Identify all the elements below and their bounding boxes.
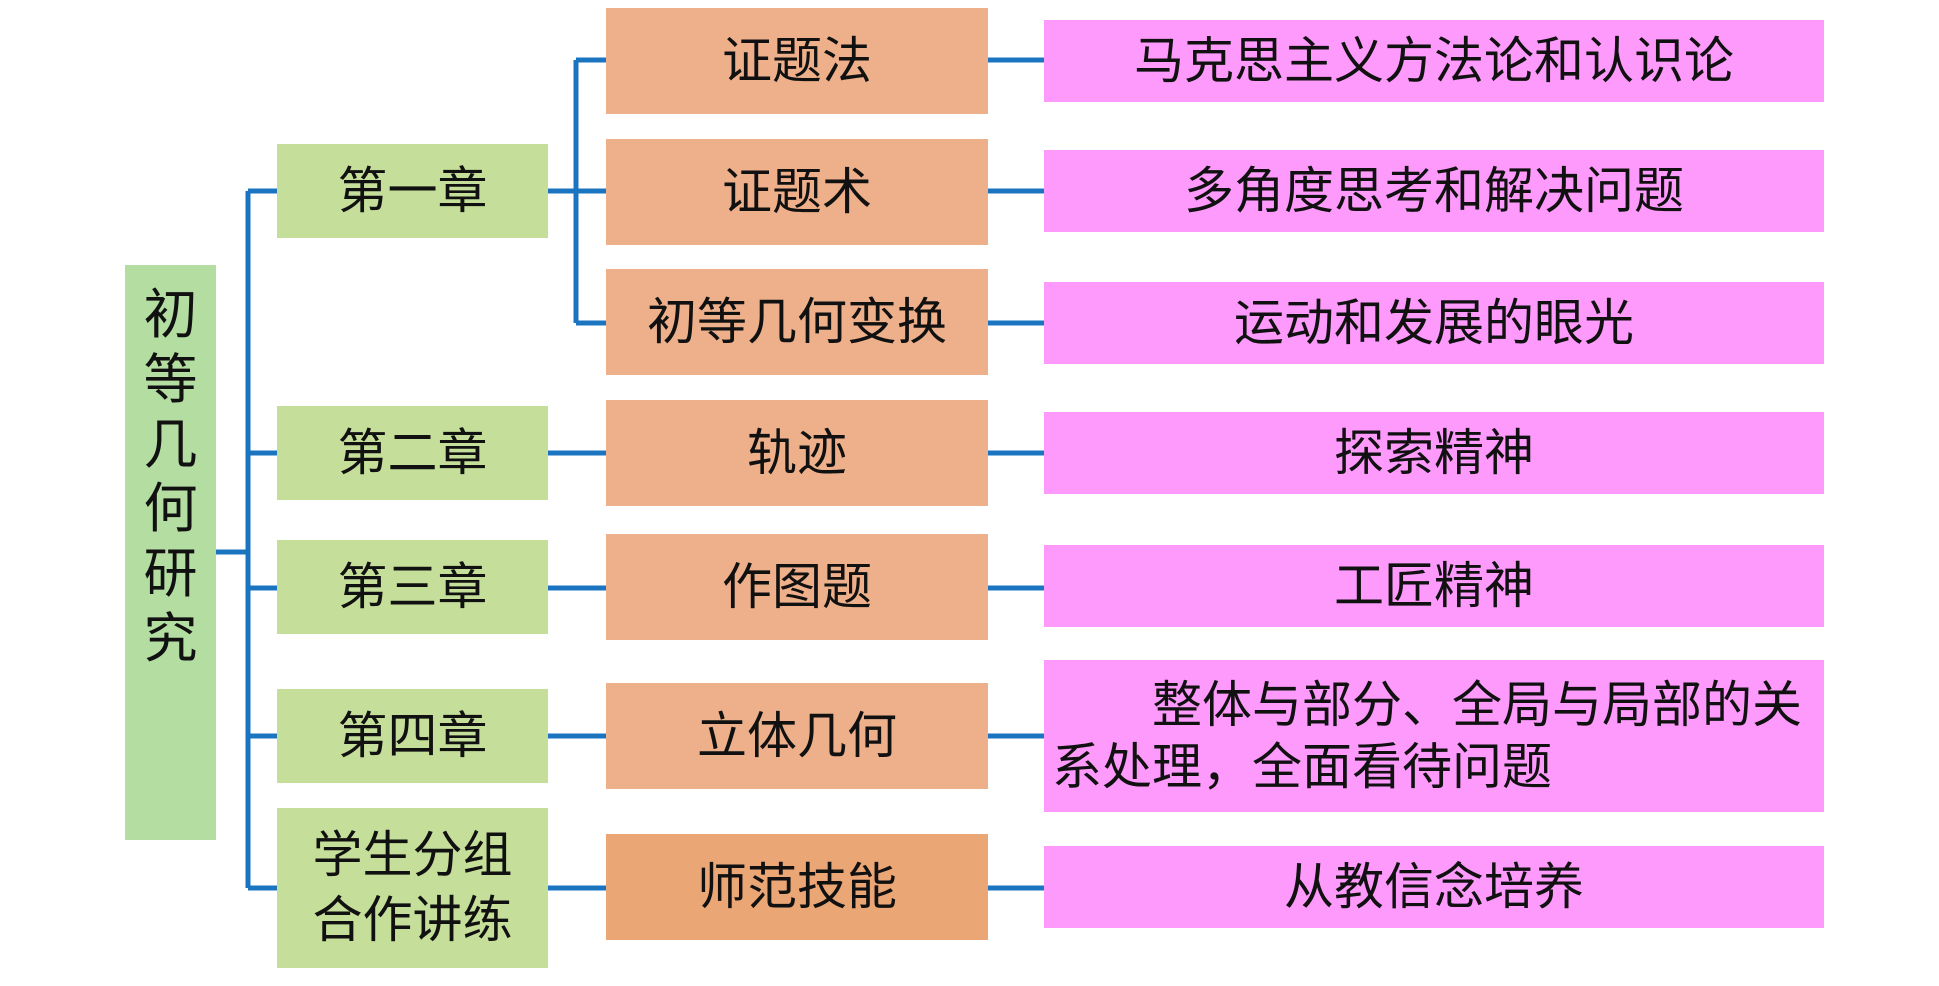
chapter-node-3: 第三章 [277, 540, 548, 634]
value-node-1: 马克思主义方法论和认识论 [1044, 20, 1824, 102]
value-node-3: 运动和发展的眼光 [1044, 282, 1824, 364]
method-label: 作图题 [722, 558, 872, 616]
value-label: 运动和发展的眼光 [1234, 294, 1634, 352]
value-label: 马克思主义方法论和认识论 [1134, 32, 1734, 90]
value-label: 探索精神 [1334, 424, 1534, 482]
root-node: 初等几何研究 [125, 265, 216, 840]
chapter-label: 第二章 [337, 424, 488, 482]
method-label: 轨迹 [747, 424, 847, 482]
value-label: 工匠精神 [1334, 557, 1534, 615]
value-node-6: 整体与部分、全局与局部的关系处理，全面看待问题 [1044, 660, 1824, 812]
method-label: 师范技能 [697, 858, 897, 916]
method-node-5: 作图题 [606, 534, 988, 640]
method-label: 立体几何 [697, 707, 897, 765]
value-node-2: 多角度思考和解决问题 [1044, 150, 1824, 232]
chapter-label: 学生分组合作讲练 [312, 826, 513, 949]
chapter-label: 第一章 [337, 162, 488, 220]
chapter-node-1: 第一章 [277, 144, 548, 238]
value-node-5: 工匠精神 [1044, 545, 1824, 627]
method-label: 证题术 [722, 163, 872, 221]
method-node-6: 立体几何 [606, 683, 988, 789]
method-node-4: 轨迹 [606, 400, 988, 506]
chapter-node-5: 学生分组合作讲练 [277, 808, 548, 968]
method-node-1: 证题法 [606, 8, 988, 114]
value-node-4: 探索精神 [1044, 412, 1824, 494]
value-label: 整体与部分、全局与局部的关系处理，全面看待问题 [1052, 675, 1802, 797]
chapter-node-4: 第四章 [277, 689, 548, 783]
method-node-3: 初等几何变换 [606, 269, 988, 375]
root-label: 初等几何研究 [143, 283, 198, 670]
chapter-node-2: 第二章 [277, 406, 548, 500]
method-node-7: 师范技能 [606, 834, 988, 940]
value-label: 多角度思考和解决问题 [1184, 162, 1684, 220]
method-node-2: 证题术 [606, 139, 988, 245]
method-label: 初等几何变换 [647, 293, 947, 351]
method-label: 证题法 [722, 32, 872, 90]
value-label: 从教信念培养 [1284, 858, 1584, 916]
chapter-label: 第四章 [337, 707, 488, 765]
value-node-7: 从教信念培养 [1044, 846, 1824, 928]
chapter-label: 第三章 [337, 558, 488, 616]
